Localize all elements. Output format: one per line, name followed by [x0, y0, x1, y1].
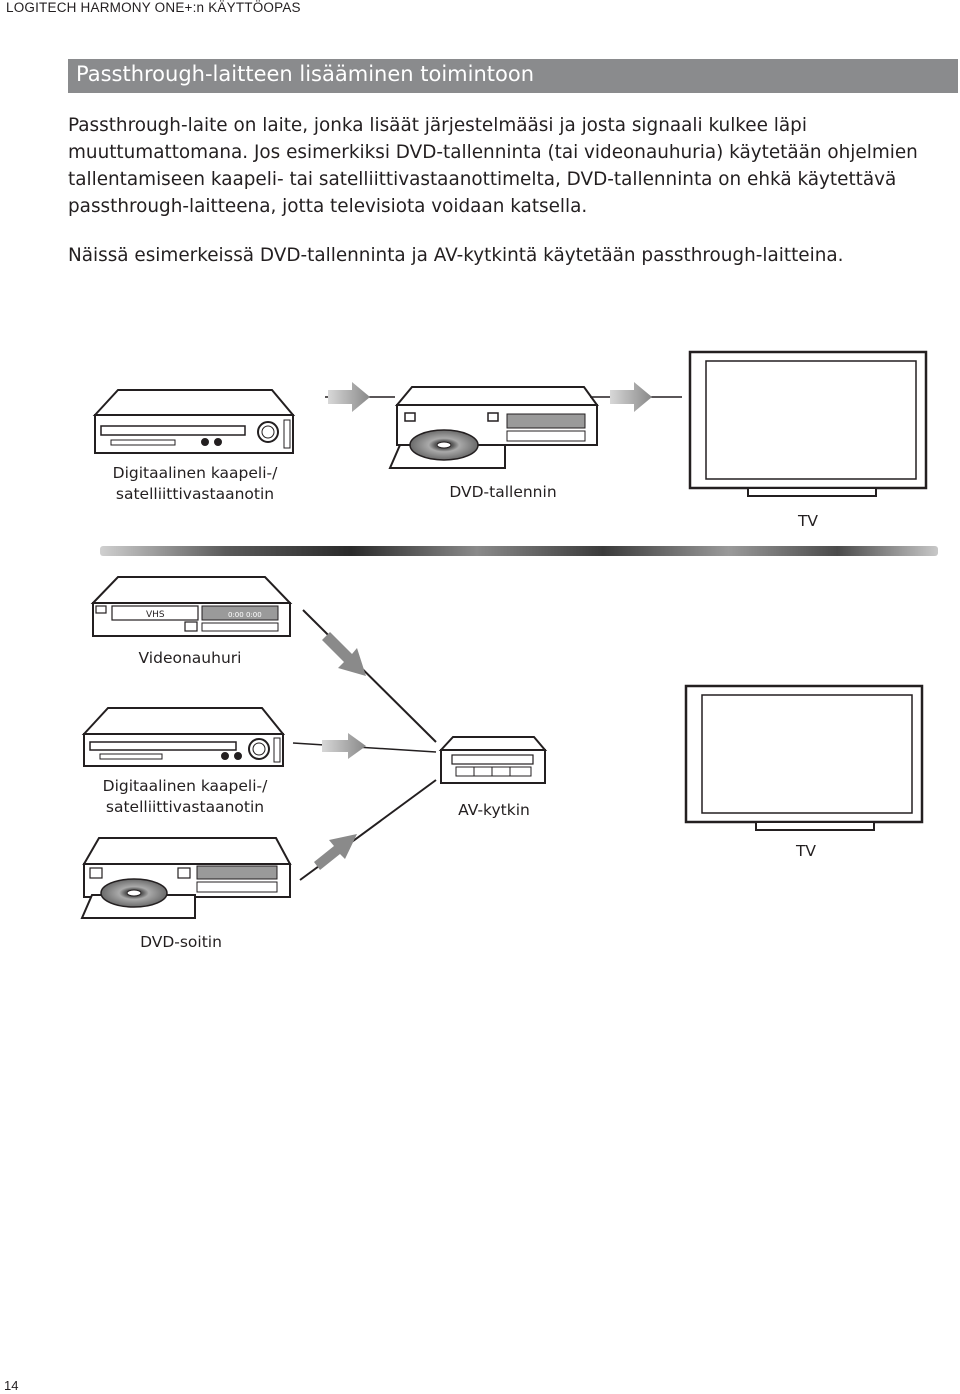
running-header: LOGITECH HARMONY ONE+:n KÄYTTÖOPAS	[6, 0, 301, 15]
av-switch-caption: AV-kytkin	[458, 801, 530, 819]
cable-satellite-receiver-illustration	[81, 707, 286, 767]
dvd-player-connection-line	[299, 779, 437, 881]
dvd-player-caption: DVD-soitin	[140, 933, 222, 951]
tv-caption: TV	[795, 842, 817, 860]
tv-illustration	[684, 684, 924, 831]
cable-satellite-receiver-illustration	[92, 389, 296, 454]
section-divider	[100, 546, 938, 556]
vcr-caption: Videonauhuri	[138, 649, 242, 667]
receiver-connection-line	[292, 733, 437, 759]
receiver-caption-line-2: satelliittivastaanotin	[115, 485, 275, 503]
signal-arrow-icon	[325, 382, 395, 412]
dvd-recorder-caption: DVD-tallennin	[449, 483, 557, 501]
dvd-player-illustration	[80, 837, 292, 919]
section-heading-bar: Passthrough-laitteen lisääminen toiminto…	[68, 59, 958, 93]
section-title: Passthrough-laitteen lisääminen toiminto…	[76, 62, 535, 86]
example-paragraph: Näissä esimerkeissä DVD-tallenninta ja A…	[68, 245, 844, 266]
vcr-connection-line	[302, 609, 437, 743]
signal-arrow-icon	[590, 382, 682, 412]
tv-illustration	[688, 350, 928, 497]
receiver-caption: Digitaalinen kaapeli-/ satelliittivastaa…	[90, 776, 280, 818]
receiver-caption-line-2: satelliittivastaanotin	[105, 798, 265, 816]
receiver-caption-line-1: Digitaalinen kaapeli-/	[112, 464, 278, 482]
intro-paragraph: Passthrough-laite on laite, jonka lisäät…	[68, 115, 918, 217]
vcr-vhs-text: VHS	[146, 610, 165, 620]
tv-caption: TV	[797, 512, 819, 530]
receiver-caption: Digitaalinen kaapeli-/ satelliittivastaa…	[100, 463, 290, 505]
receiver-caption-line-1: Digitaalinen kaapeli-/	[102, 777, 268, 795]
av-switch-illustration	[438, 736, 548, 784]
vcr-illustration: VHS 0:00 0:00	[90, 576, 293, 637]
vcr-clock-text: 0:00 0:00	[228, 611, 262, 619]
page-number: 14	[4, 1378, 19, 1393]
dvd-recorder-illustration	[388, 386, 599, 469]
